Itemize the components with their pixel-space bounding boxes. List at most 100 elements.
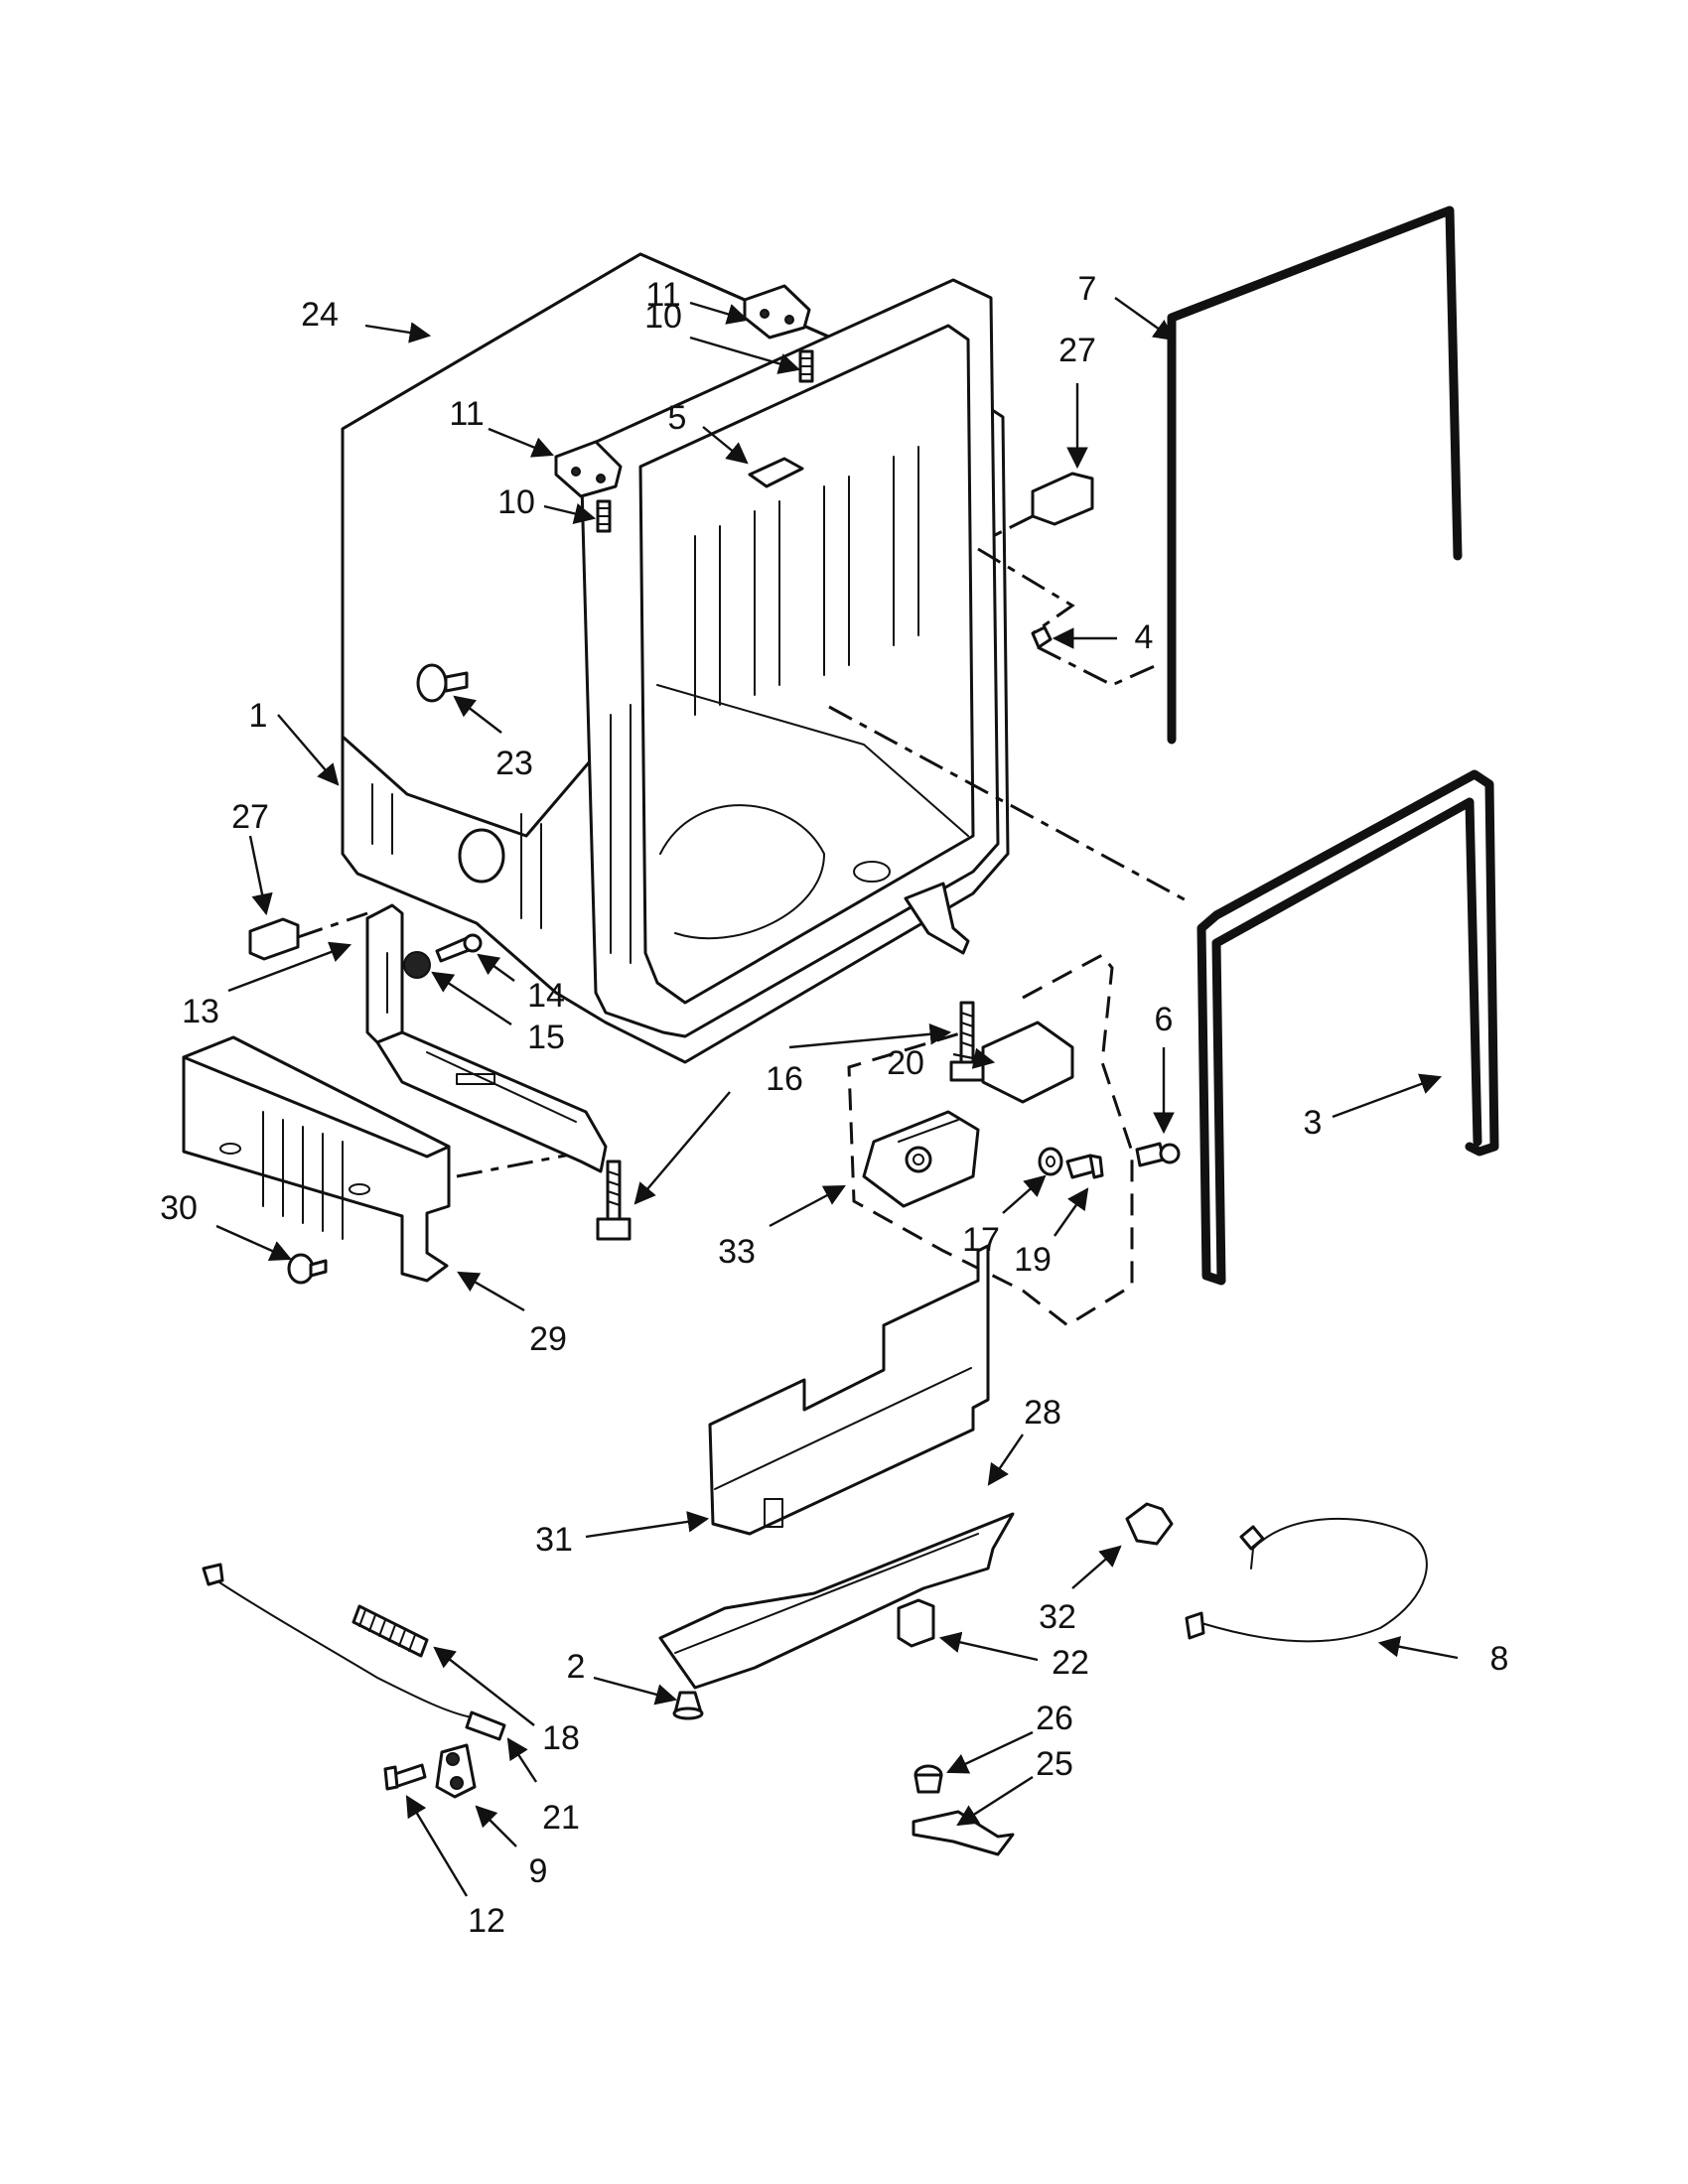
leader-23 — [453, 695, 502, 734]
hinge-screw-left — [596, 499, 612, 533]
thermostat-26 — [914, 1764, 943, 1794]
plate-28 — [658, 1512, 1015, 1690]
callout-19: 19 — [1014, 1241, 1052, 1279]
callout-9: 9 — [529, 1852, 548, 1890]
tub-rib-1 — [694, 525, 721, 716]
callout-2: 2 — [567, 1648, 586, 1686]
strike-recess — [748, 457, 804, 488]
screw-14 — [435, 933, 483, 963]
callout-5: 5 — [668, 399, 687, 437]
callout-29: 29 — [529, 1320, 567, 1358]
assembly-line-stop-right — [992, 514, 1034, 538]
tub-sump-ring — [659, 804, 825, 940]
callout-16: 16 — [766, 1060, 803, 1098]
screw-30 — [287, 1253, 328, 1285]
screw-19 — [1065, 1154, 1104, 1179]
leader-19 — [1054, 1187, 1089, 1237]
assembly-line-stop-left — [297, 911, 368, 939]
callout-28: 28 — [1024, 1394, 1061, 1432]
leader-3 — [1332, 1073, 1443, 1119]
rear-bracket-right — [904, 882, 970, 955]
tub-assembly — [341, 252, 1010, 1064]
tub-side-rib — [610, 704, 632, 964]
callout-27-right: 27 — [1058, 332, 1096, 369]
callout-32: 32 — [1039, 1598, 1076, 1636]
clip-32 — [1125, 1502, 1174, 1546]
tub-rib-2 — [754, 500, 780, 696]
leader-22 — [938, 1631, 1039, 1662]
leader-20 — [952, 1047, 996, 1069]
leader-10-left — [543, 502, 597, 524]
callout-26: 26 — [1036, 1700, 1073, 1737]
plate-28-edge — [674, 1533, 979, 1654]
left-mounting-bracket — [365, 903, 608, 1173]
tub-rib-3 — [823, 476, 850, 676]
leader-26 — [946, 1730, 1034, 1774]
gear-15 — [403, 951, 431, 979]
tub-rib-4 — [893, 446, 919, 646]
bracket-33 — [862, 1110, 980, 1208]
callout-labels: 24 11 10 5 11 10 7 27 4 23 1 27 13 14 15… — [160, 270, 1508, 1940]
leader-11-top — [689, 301, 750, 325]
bracket-9 — [435, 1743, 477, 1799]
leader-24 — [364, 322, 432, 343]
callout-3: 3 — [1304, 1104, 1323, 1142]
callout-18: 18 — [542, 1719, 580, 1757]
callout-14: 14 — [527, 977, 565, 1015]
callout-1: 1 — [249, 697, 268, 735]
leader-30 — [215, 1224, 292, 1261]
leader-5 — [702, 426, 749, 465]
switch-22 — [897, 1598, 935, 1648]
shield-31-fold — [714, 1367, 972, 1490]
plug-21 — [465, 1710, 506, 1741]
leader-28 — [987, 1433, 1024, 1486]
shield-31 — [708, 1244, 990, 1536]
leader-1 — [277, 714, 340, 786]
tub-screw-23 — [416, 663, 469, 703]
leader-29 — [457, 1271, 525, 1312]
assembly-line-gasket-bottom — [828, 705, 1193, 905]
leader-21 — [506, 1737, 538, 1783]
leader-32 — [1071, 1545, 1122, 1589]
callout-10-top: 10 — [644, 298, 682, 336]
box-33 — [847, 953, 1134, 1327]
tub-front-opening — [638, 324, 975, 1005]
leader-13 — [227, 941, 352, 993]
screw-6 — [1135, 1142, 1181, 1167]
cable-18 — [202, 1563, 473, 1718]
callout-12: 12 — [468, 1902, 505, 1940]
bracket-25 — [912, 1810, 1015, 1856]
callout-31: 31 — [535, 1521, 573, 1559]
callout-25: 25 — [1036, 1745, 1073, 1783]
leveling-leg-left — [596, 1160, 632, 1241]
door-gasket-7 — [1167, 205, 1463, 745]
wire-harness-8 — [1185, 1517, 1428, 1643]
plug-4 — [1031, 625, 1053, 649]
callout-23: 23 — [495, 745, 533, 782]
callout-24: 24 — [301, 296, 339, 334]
leveling-leg-right — [949, 1001, 985, 1082]
bracket-20 — [981, 1021, 1074, 1104]
leader-lines — [215, 297, 1459, 1897]
tub-floor-edge — [656, 684, 969, 837]
callout-7: 7 — [1078, 270, 1097, 308]
tub-lower-ribs — [371, 783, 542, 929]
leader-16-left — [633, 1091, 731, 1205]
shield-31-tab — [764, 1498, 783, 1528]
leader-12 — [405, 1795, 469, 1897]
callout-15: 15 — [527, 1019, 565, 1056]
leader-17 — [1002, 1174, 1047, 1214]
leader-31 — [585, 1511, 710, 1539]
callout-33: 33 — [718, 1233, 756, 1271]
door-stop-27-right — [1031, 472, 1094, 526]
callout-4: 4 — [1135, 618, 1154, 656]
leader-7 — [1114, 297, 1176, 341]
leader-16-right — [788, 1024, 952, 1049]
callout-27-left: 27 — [231, 798, 269, 836]
callout-10-left: 10 — [497, 483, 535, 521]
callout-11-left: 11 — [449, 395, 484, 433]
tub-sump-drain — [853, 861, 891, 883]
hinge-bracket-left — [554, 440, 623, 498]
